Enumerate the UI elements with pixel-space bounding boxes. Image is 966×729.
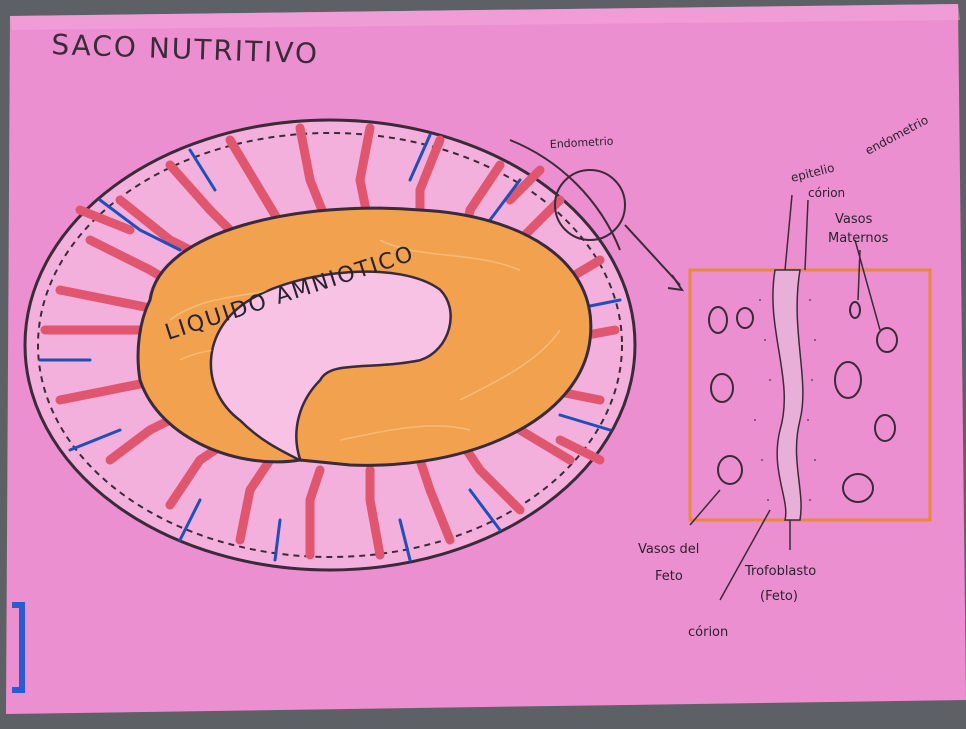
label-corion-top: córion xyxy=(808,186,845,200)
label-vasos-maternos-2: Maternos xyxy=(828,231,889,246)
label-vasos-maternos-1: Vasos xyxy=(835,212,873,227)
label-vasos-feto-1: Vasos del xyxy=(638,542,699,557)
label-trofoblasto-2: (Feto) xyxy=(760,589,798,604)
label-trofoblasto-1: Trofoblasto xyxy=(744,564,816,579)
label-vasos-feto-2: Feto xyxy=(655,569,683,584)
label-corion-bottom: córion xyxy=(688,625,728,640)
